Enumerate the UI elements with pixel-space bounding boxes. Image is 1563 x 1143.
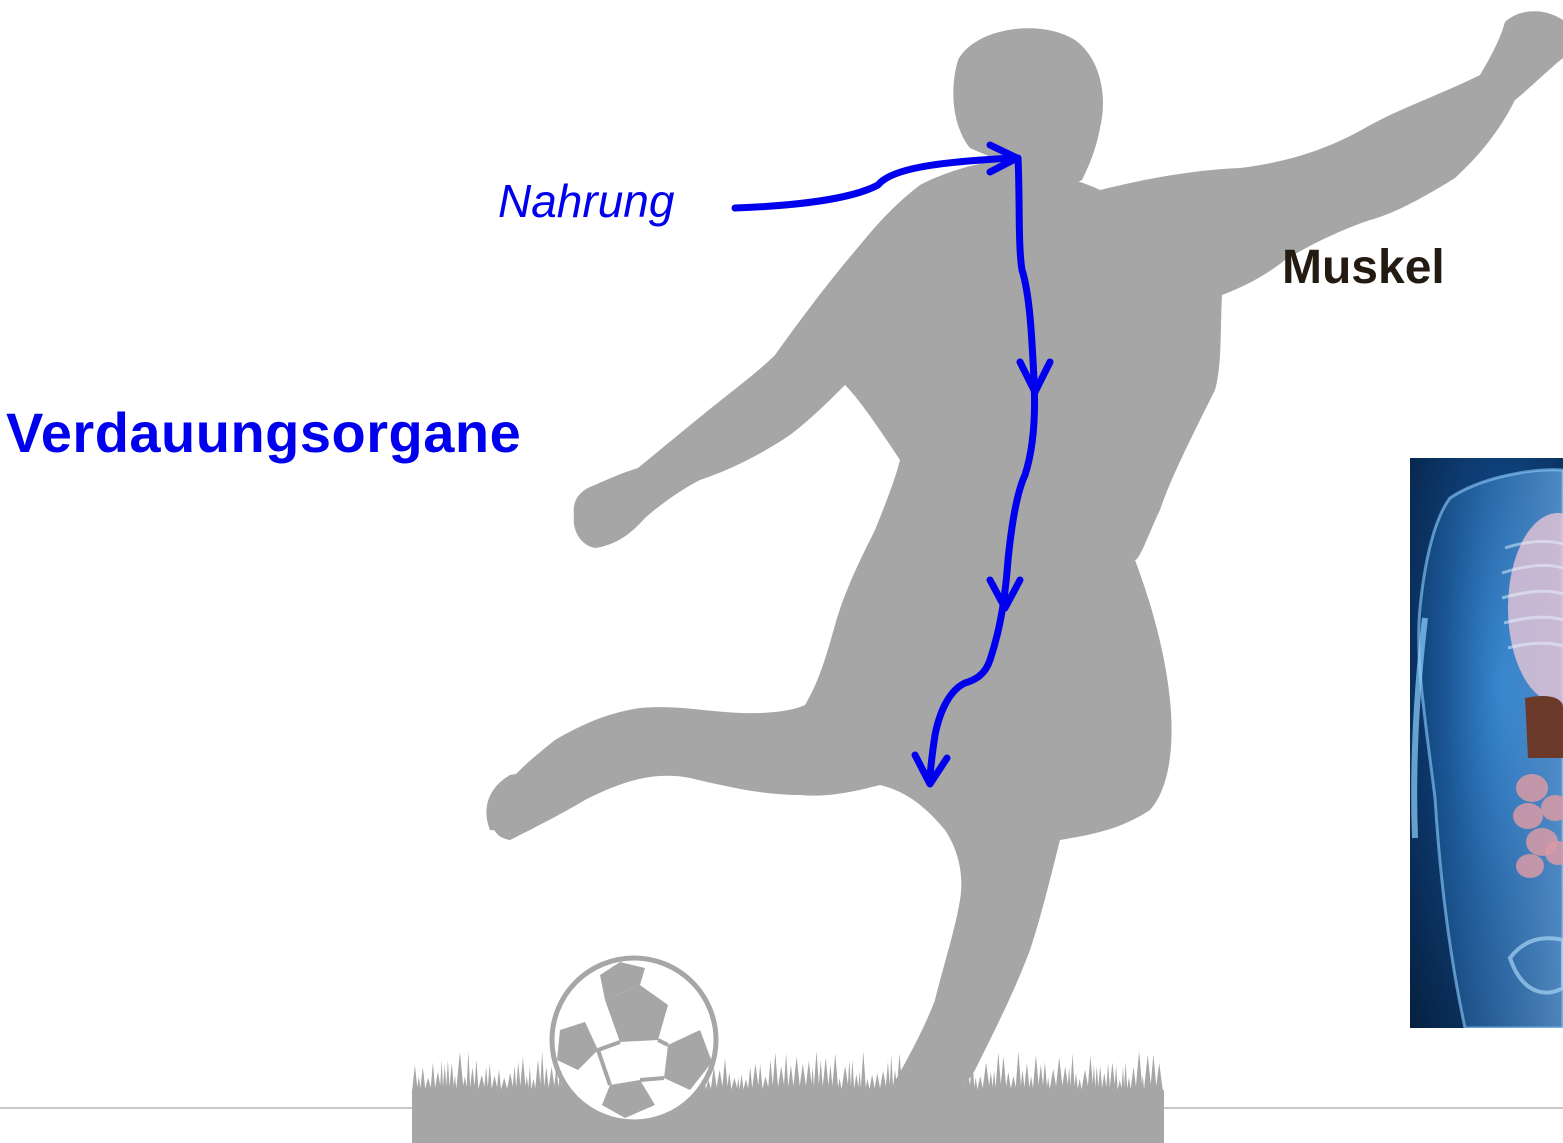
- soccer-ball: [552, 958, 716, 1122]
- grass-strip: [412, 1051, 1164, 1143]
- food-label: Nahrung: [498, 174, 674, 228]
- digestive-organs-label: Verdauungsorgane: [6, 400, 521, 465]
- human-torso-xray: [1410, 458, 1563, 1028]
- muscle-label: Muskel: [1282, 240, 1445, 295]
- human-torso-xray-art: [1410, 458, 1563, 1028]
